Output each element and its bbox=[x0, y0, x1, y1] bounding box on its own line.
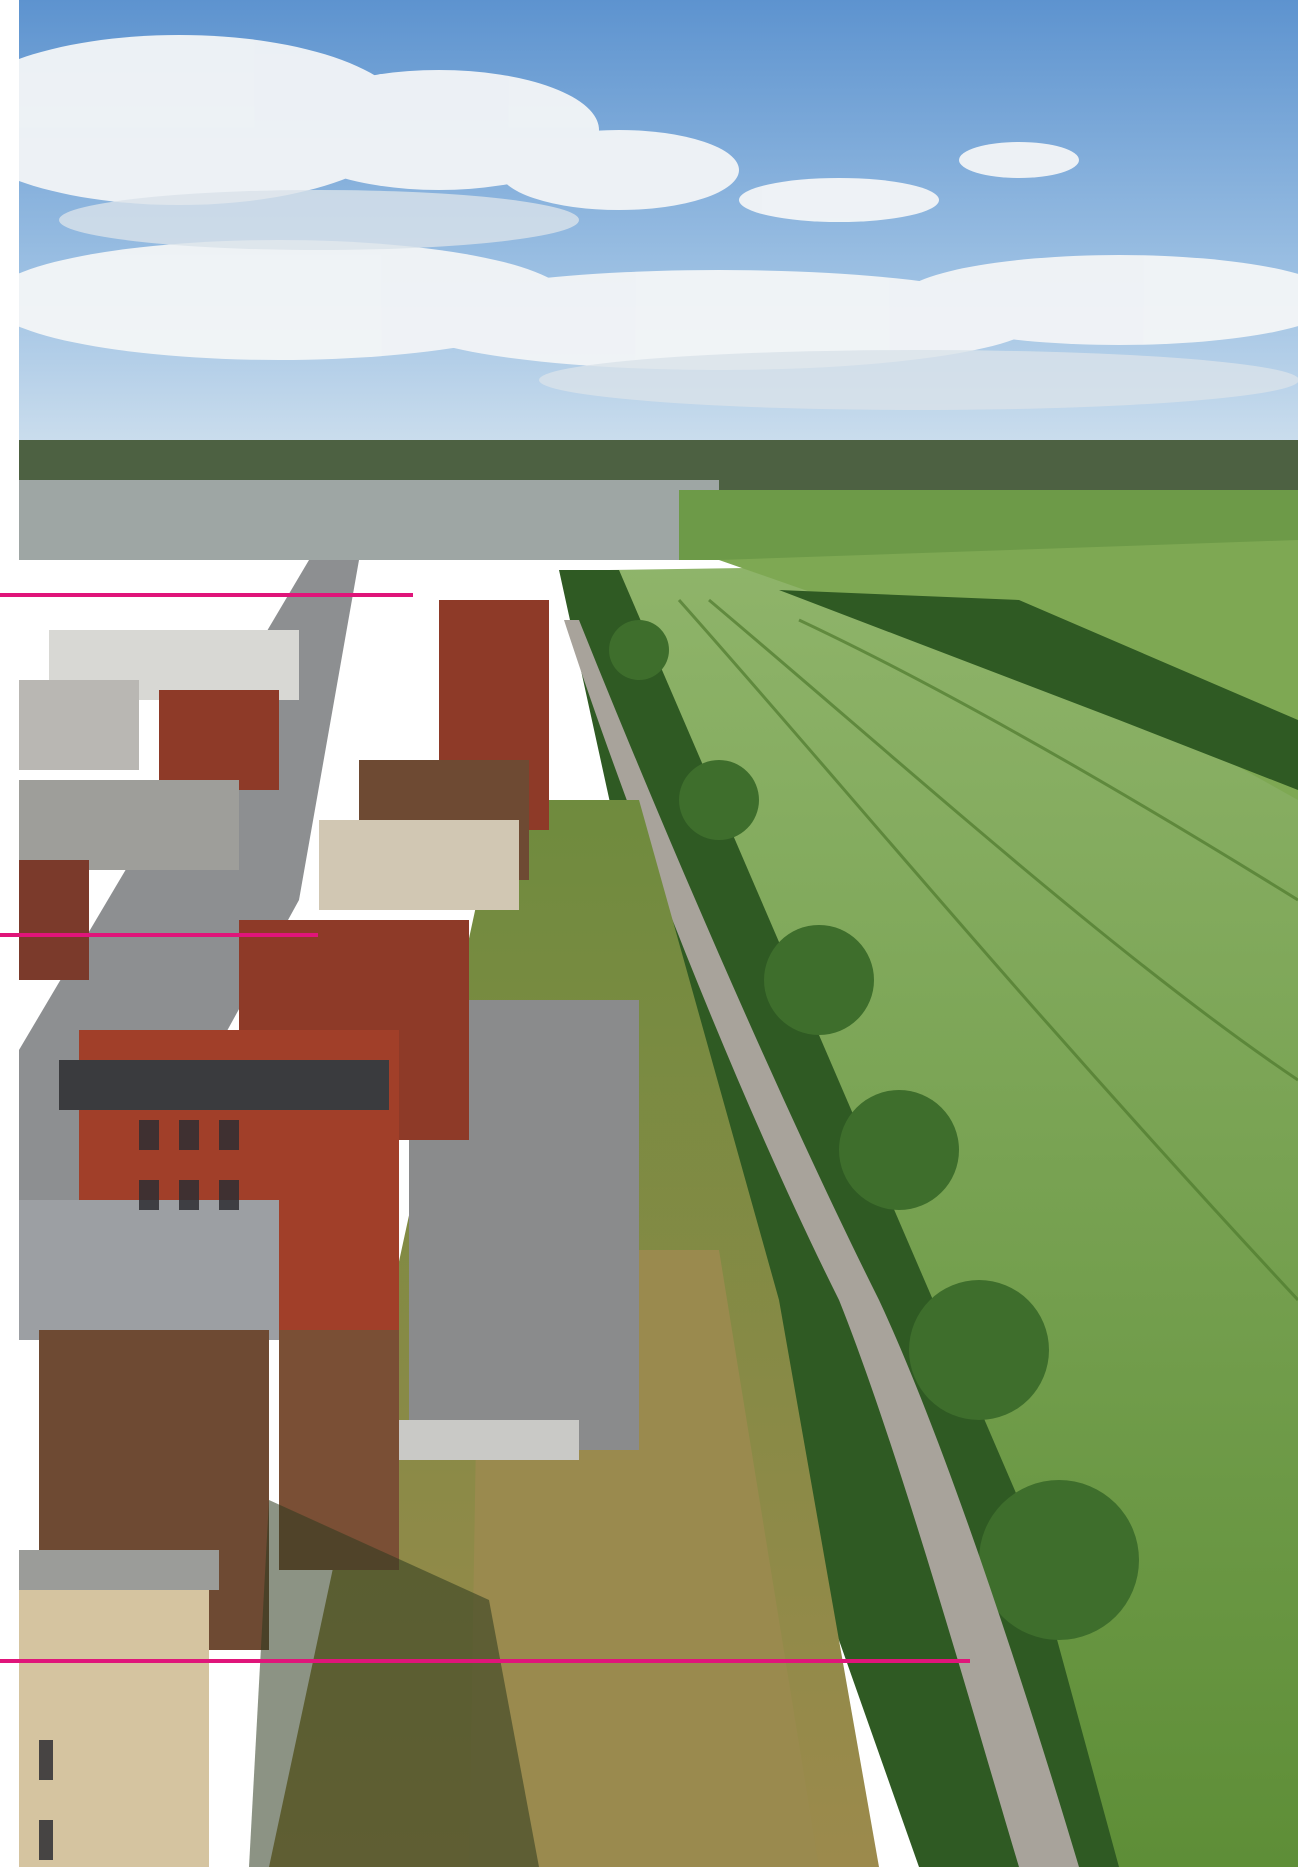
aerial-photo bbox=[19, 0, 1298, 1867]
clouds bbox=[19, 35, 1298, 370]
overlay-marker-line-top bbox=[0, 593, 413, 597]
apartment-blocks bbox=[19, 600, 549, 1867]
terraced-houses bbox=[19, 630, 299, 980]
overlay-marker-line-bottom bbox=[0, 1659, 970, 1663]
footpath bbox=[564, 620, 1079, 1867]
aerial-photo-illustration bbox=[19, 0, 1298, 1867]
overlay-marker-line-middle bbox=[0, 933, 318, 937]
